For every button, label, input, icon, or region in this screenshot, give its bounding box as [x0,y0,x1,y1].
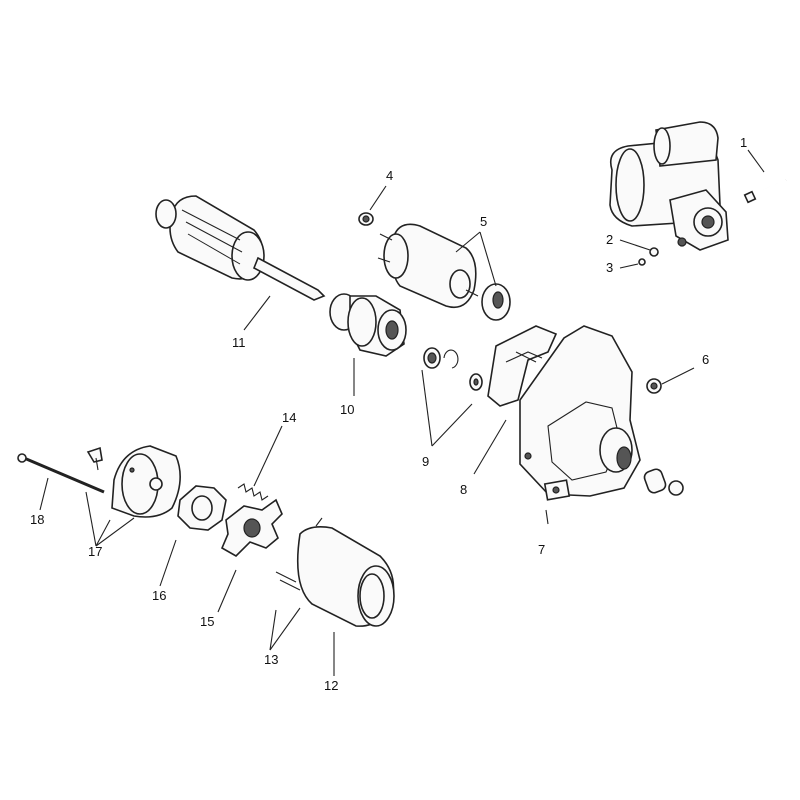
callout-labels: 1 2 3 4 5 6 7 8 9 10 11 12 13 14 15 16 1… [30,135,747,693]
drive-gear-part-10 [329,293,407,357]
callout-8: 8 [460,482,467,497]
callout-9: 9 [422,454,429,469]
bolt-part-1 [743,179,787,204]
callout-17: 17 [88,544,102,559]
callout-1: 1 [740,135,747,150]
callout-13: 13 [264,652,278,667]
armature-part-11 [155,195,326,301]
starter-assembly [609,121,729,251]
plate-part-16 [177,485,227,531]
callout-11: 11 [232,335,246,350]
callout-5: 5 [480,214,487,229]
washer-part-2 [649,247,659,257]
shift-lever-part-8 [487,325,558,407]
callout-3: 3 [606,260,613,275]
nut-part-6 [646,378,662,394]
through-bolt-part-18 [17,453,105,494]
bushing-part-7 [643,468,684,496]
callout-15: 15 [200,614,214,629]
nut-part-3 [638,258,646,266]
callout-4: 4 [386,168,393,183]
callout-6: 6 [702,352,709,367]
nut-part-4 [358,212,374,226]
callout-7: 7 [538,542,545,557]
callout-16: 16 [152,588,166,603]
callout-14: 14 [282,410,296,425]
field-frame-part-12 [275,517,395,627]
callout-12: 12 [324,678,338,693]
plunger-part-5 [481,283,511,321]
end-cover-part-17 [86,445,181,518]
spring-part-14 [237,483,269,501]
ring-part-9 [423,347,483,391]
leader-lines [39,149,765,676]
housing-part-7 [519,325,641,501]
solenoid-part-5 [377,223,479,309]
brush-holder-part-15 [220,498,283,557]
callout-2: 2 [606,232,613,247]
callout-10: 10 [340,402,354,417]
callout-18: 18 [30,512,44,527]
